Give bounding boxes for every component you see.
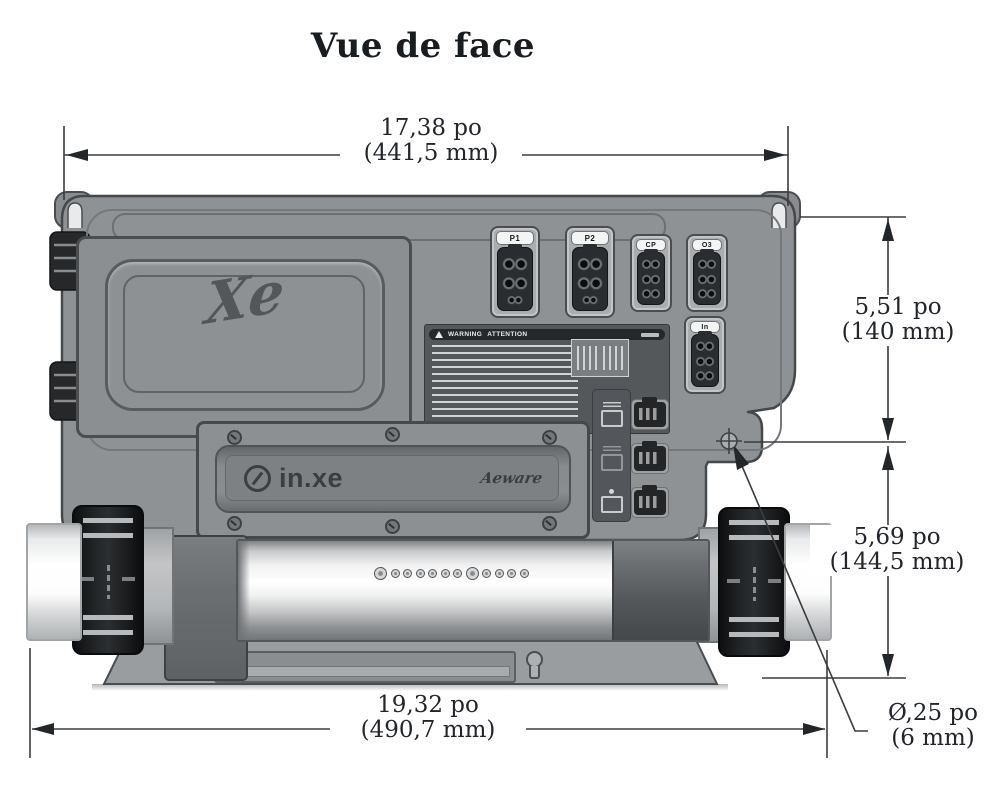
base-shadow [92, 684, 728, 691]
keystone-jack [631, 397, 669, 430]
warning-header-mark [641, 332, 659, 337]
nameplate-panel: in.xe Aeware [196, 421, 590, 539]
connector-in: In [684, 316, 726, 394]
keystone-jack [631, 485, 669, 518]
connector-in-socket [691, 331, 719, 387]
accessory-icon-top [600, 402, 623, 428]
access-door: Xe [76, 236, 412, 438]
tab-notch-left [67, 202, 83, 228]
nameplate-band: in.xe Aeware [215, 445, 571, 513]
connector-cp: CP [630, 234, 672, 312]
pipe-stub-left [26, 523, 82, 641]
door-recess: Xe [105, 258, 385, 411]
screw [542, 430, 557, 445]
dimension-height-upper: 5,51 po(140 mm) [820, 294, 976, 346]
inxe-wordmark: in.xe [279, 462, 344, 493]
heater-tube [236, 539, 710, 642]
connector-p1: P1 [490, 226, 540, 318]
screw [542, 516, 557, 531]
accessory-label-strip [592, 389, 631, 522]
nameplate-band-inner: in.xe Aeware [225, 455, 559, 501]
connector-p1-label: P1 [496, 231, 534, 245]
union-nut-left [72, 505, 144, 655]
screw [227, 516, 242, 531]
heater-tube-right-section [612, 541, 708, 640]
connector-o3-socket [693, 249, 721, 305]
inxe-logo-icon [244, 464, 271, 492]
connector-p2-socket [572, 244, 608, 311]
union-nut-right [718, 507, 790, 657]
warning-text-right: ATTENTION [487, 331, 528, 338]
wiring-diagram-box [571, 339, 629, 377]
screw [385, 427, 400, 442]
dimension-mounting-hole: Ø,25 po(6 mm) [868, 700, 998, 752]
keyhole-slot-right [526, 651, 543, 679]
dimension-width-top: 17,38 po(441,5 mm) [340, 115, 522, 167]
rivet-row [374, 563, 529, 583]
dimension-height-lower: 5,69 po(144,5 mm) [810, 524, 984, 576]
connector-p2: P2 [565, 226, 615, 318]
accessory-icon-middle [600, 446, 623, 472]
accessory-icon-bottom [600, 489, 623, 515]
dimension-width-bottom: 19,32 po(490,7 mm) [330, 692, 526, 744]
base-channel [214, 651, 516, 683]
connector-cp-socket [637, 249, 665, 305]
heater-tube-left-cap [238, 541, 250, 640]
warning-text-left: WARNING [448, 331, 483, 338]
warning-triangle-icon [435, 331, 443, 338]
warning-header: WARNING ATTENTION [429, 329, 665, 340]
connector-p2-label: P2 [571, 231, 609, 245]
heater-mount-left [164, 535, 248, 681]
screw [227, 430, 242, 445]
screw [385, 519, 400, 534]
connector-o3: O3 [686, 234, 728, 312]
keystone-jack [631, 441, 669, 474]
warning-fine-print [432, 345, 578, 425]
door-recess-inner [123, 275, 365, 393]
aeware-logo: Aeware [478, 469, 544, 487]
page-title: Vue de face [310, 26, 536, 66]
connector-p1-socket [497, 244, 533, 311]
